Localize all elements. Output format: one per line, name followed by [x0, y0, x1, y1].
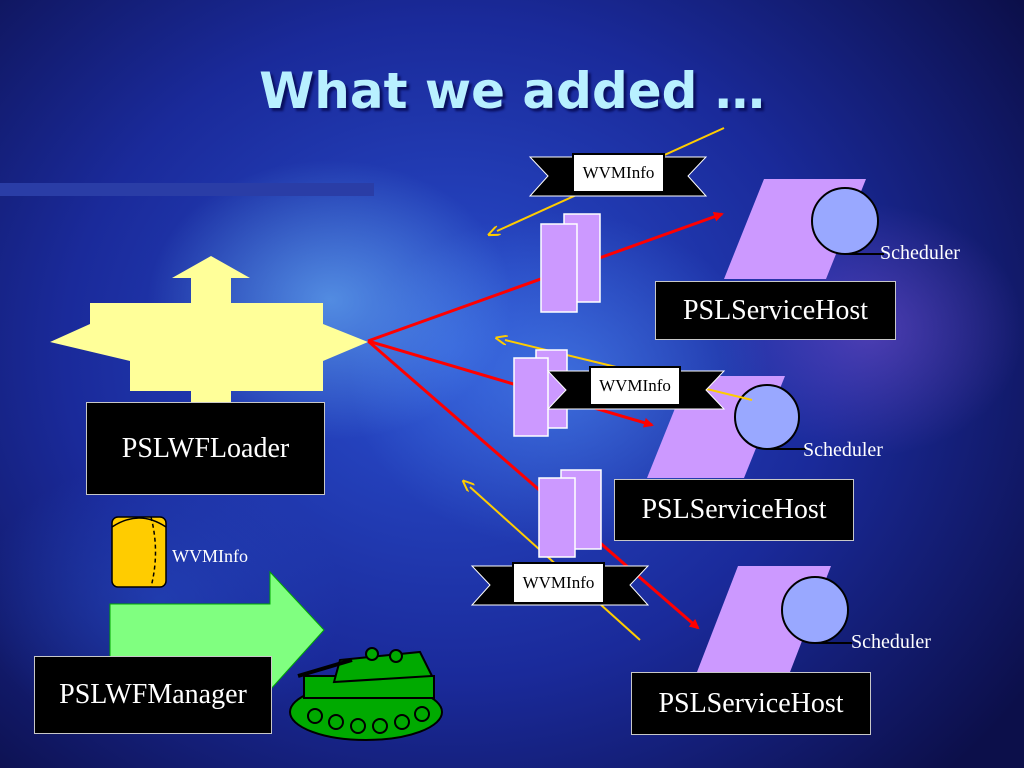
scroll-icon-3 — [538, 469, 602, 558]
pslwfloader-box: PSLWFLoader — [86, 402, 325, 495]
scroll-icon-1 — [540, 213, 601, 313]
scheduler-1-icon — [811, 187, 884, 255]
four-way-arrow-icon — [50, 256, 368, 436]
scheduler-2-label: Scheduler — [803, 439, 883, 461]
title-underline-bar — [0, 183, 374, 196]
slide-title: What we added … — [259, 62, 765, 120]
host-1-box: PSLServiceHost — [655, 281, 896, 340]
database-label: WVMInfo — [172, 546, 248, 566]
scroll-icon-2 — [513, 349, 568, 437]
banner-2 — [546, 366, 726, 410]
scheduler-3-label: Scheduler — [851, 631, 931, 653]
banner-3-label: WVMInfo — [522, 573, 595, 592]
scheduler-3-icon — [781, 576, 852, 644]
banner-2-label: WVMInfo — [599, 376, 671, 395]
database-icon — [111, 516, 167, 588]
tank-icon — [289, 647, 443, 741]
banner-1 — [528, 153, 708, 197]
scheduler-2-icon — [734, 384, 806, 450]
host-2-box: PSLServiceHost — [614, 479, 854, 541]
pslwfmanager-box: PSLWFManager — [34, 656, 272, 734]
banner-1-label: WVMInfo — [582, 163, 655, 182]
scheduler-1-label: Scheduler — [880, 242, 960, 264]
host-3-box: PSLServiceHost — [631, 672, 871, 735]
banner-3 — [470, 562, 650, 606]
